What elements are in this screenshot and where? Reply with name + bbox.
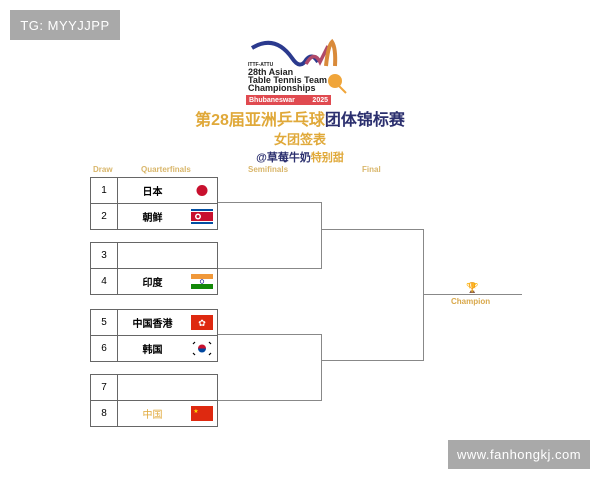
team-name: 中国 (142, 410, 163, 421)
watermark-bottom-right: www.fanhongkj.com (448, 440, 590, 469)
japan-flag-icon (196, 185, 208, 196)
page-subtitle: 女团签表 (273, 132, 326, 147)
bracket-line (218, 268, 321, 269)
draw-row[interactable]: 6 韩国 (91, 335, 217, 361)
header-quarterfinals: Quarterfinals (141, 165, 191, 174)
draw-row[interactable]: 5 中国香港 ✿ (91, 310, 217, 335)
draw-number: 5 (91, 310, 118, 335)
bracket-line (218, 334, 321, 335)
team-name: 日本 (142, 187, 163, 198)
logo-line2: Table Tennis Team (248, 75, 328, 85)
bracket-line (218, 202, 321, 203)
logo-line3: Championships (248, 83, 316, 93)
bracket-line (218, 400, 321, 401)
draw-row[interactable]: 4 印度 (91, 268, 217, 294)
south-korea-flag-icon (191, 341, 213, 356)
credit-prefix: @草莓牛奶 (256, 152, 311, 164)
team-name: 韩国 (142, 345, 163, 356)
logo-banner: Bhubaneswar 2025 (246, 95, 331, 105)
logo-graphic (250, 38, 347, 94)
china-flag-icon: ★ (191, 406, 213, 421)
credit-suffix: 特别甜 (310, 152, 344, 164)
match-box-3: 5 中国香港 ✿ 6 韩国 (90, 309, 218, 362)
draw-number: 4 (91, 269, 118, 294)
hong-kong-flag-icon: ✿ (191, 315, 213, 330)
team-name: 中国香港 (132, 319, 173, 330)
team-name: 朝鲜 (142, 213, 163, 224)
match-box-2: 3 4 印度 (90, 242, 218, 295)
draw-number: 8 (91, 401, 118, 426)
credit: @草莓牛奶特别甜 (0, 149, 600, 165)
title-part2: 团体锦标赛 (324, 112, 405, 129)
draw-row[interactable]: 3 (91, 243, 217, 268)
header-semifinals: Semifinals (248, 165, 289, 174)
header-final: Final (362, 165, 381, 174)
bracket-line (321, 202, 322, 269)
bracket-line (321, 229, 423, 230)
champion-label: Champion (451, 297, 491, 306)
bracket-line (423, 229, 424, 361)
header-draw: Draw (93, 165, 113, 174)
draw-number: 1 (91, 178, 118, 203)
svg-text:✿: ✿ (198, 318, 206, 328)
north-korea-flag-icon (191, 209, 213, 224)
match-box-1: 1 日本 2 朝鲜 (90, 177, 218, 230)
draw-number: 3 (91, 243, 118, 268)
logo-year: 2025 (312, 96, 328, 104)
draw-row[interactable]: 7 (91, 375, 217, 400)
draw-row[interactable]: 2 朝鲜 (91, 203, 217, 229)
draw-row[interactable]: 8 中国 ★ (91, 400, 217, 426)
draw-number: 7 (91, 375, 118, 400)
bracket-line (423, 294, 522, 295)
page-title: 第28届亚洲乒乓球团体锦标赛 (0, 106, 600, 130)
team-name: 印度 (142, 278, 163, 289)
draw-number: 2 (91, 204, 118, 229)
draw-number: 6 (91, 336, 118, 361)
logo-org: ITTF-ATTU (248, 62, 274, 68)
watermark-top-left: TG: MYYJJPP (10, 10, 120, 40)
bracket-line (321, 334, 322, 401)
bracket-line (321, 360, 423, 361)
logo-line1: 28th Asian (248, 67, 294, 77)
trophy-icon: 🏆 (466, 283, 479, 294)
title-part1: 第28届亚洲乒乓球 (195, 112, 325, 129)
india-flag-icon (191, 274, 213, 289)
match-box-4: 7 8 中国 ★ (90, 374, 218, 427)
draw-row[interactable]: 1 日本 (91, 178, 217, 203)
logo-city: Bhubaneswar (249, 96, 295, 104)
event-logo (240, 36, 360, 106)
svg-text:★: ★ (193, 408, 198, 415)
